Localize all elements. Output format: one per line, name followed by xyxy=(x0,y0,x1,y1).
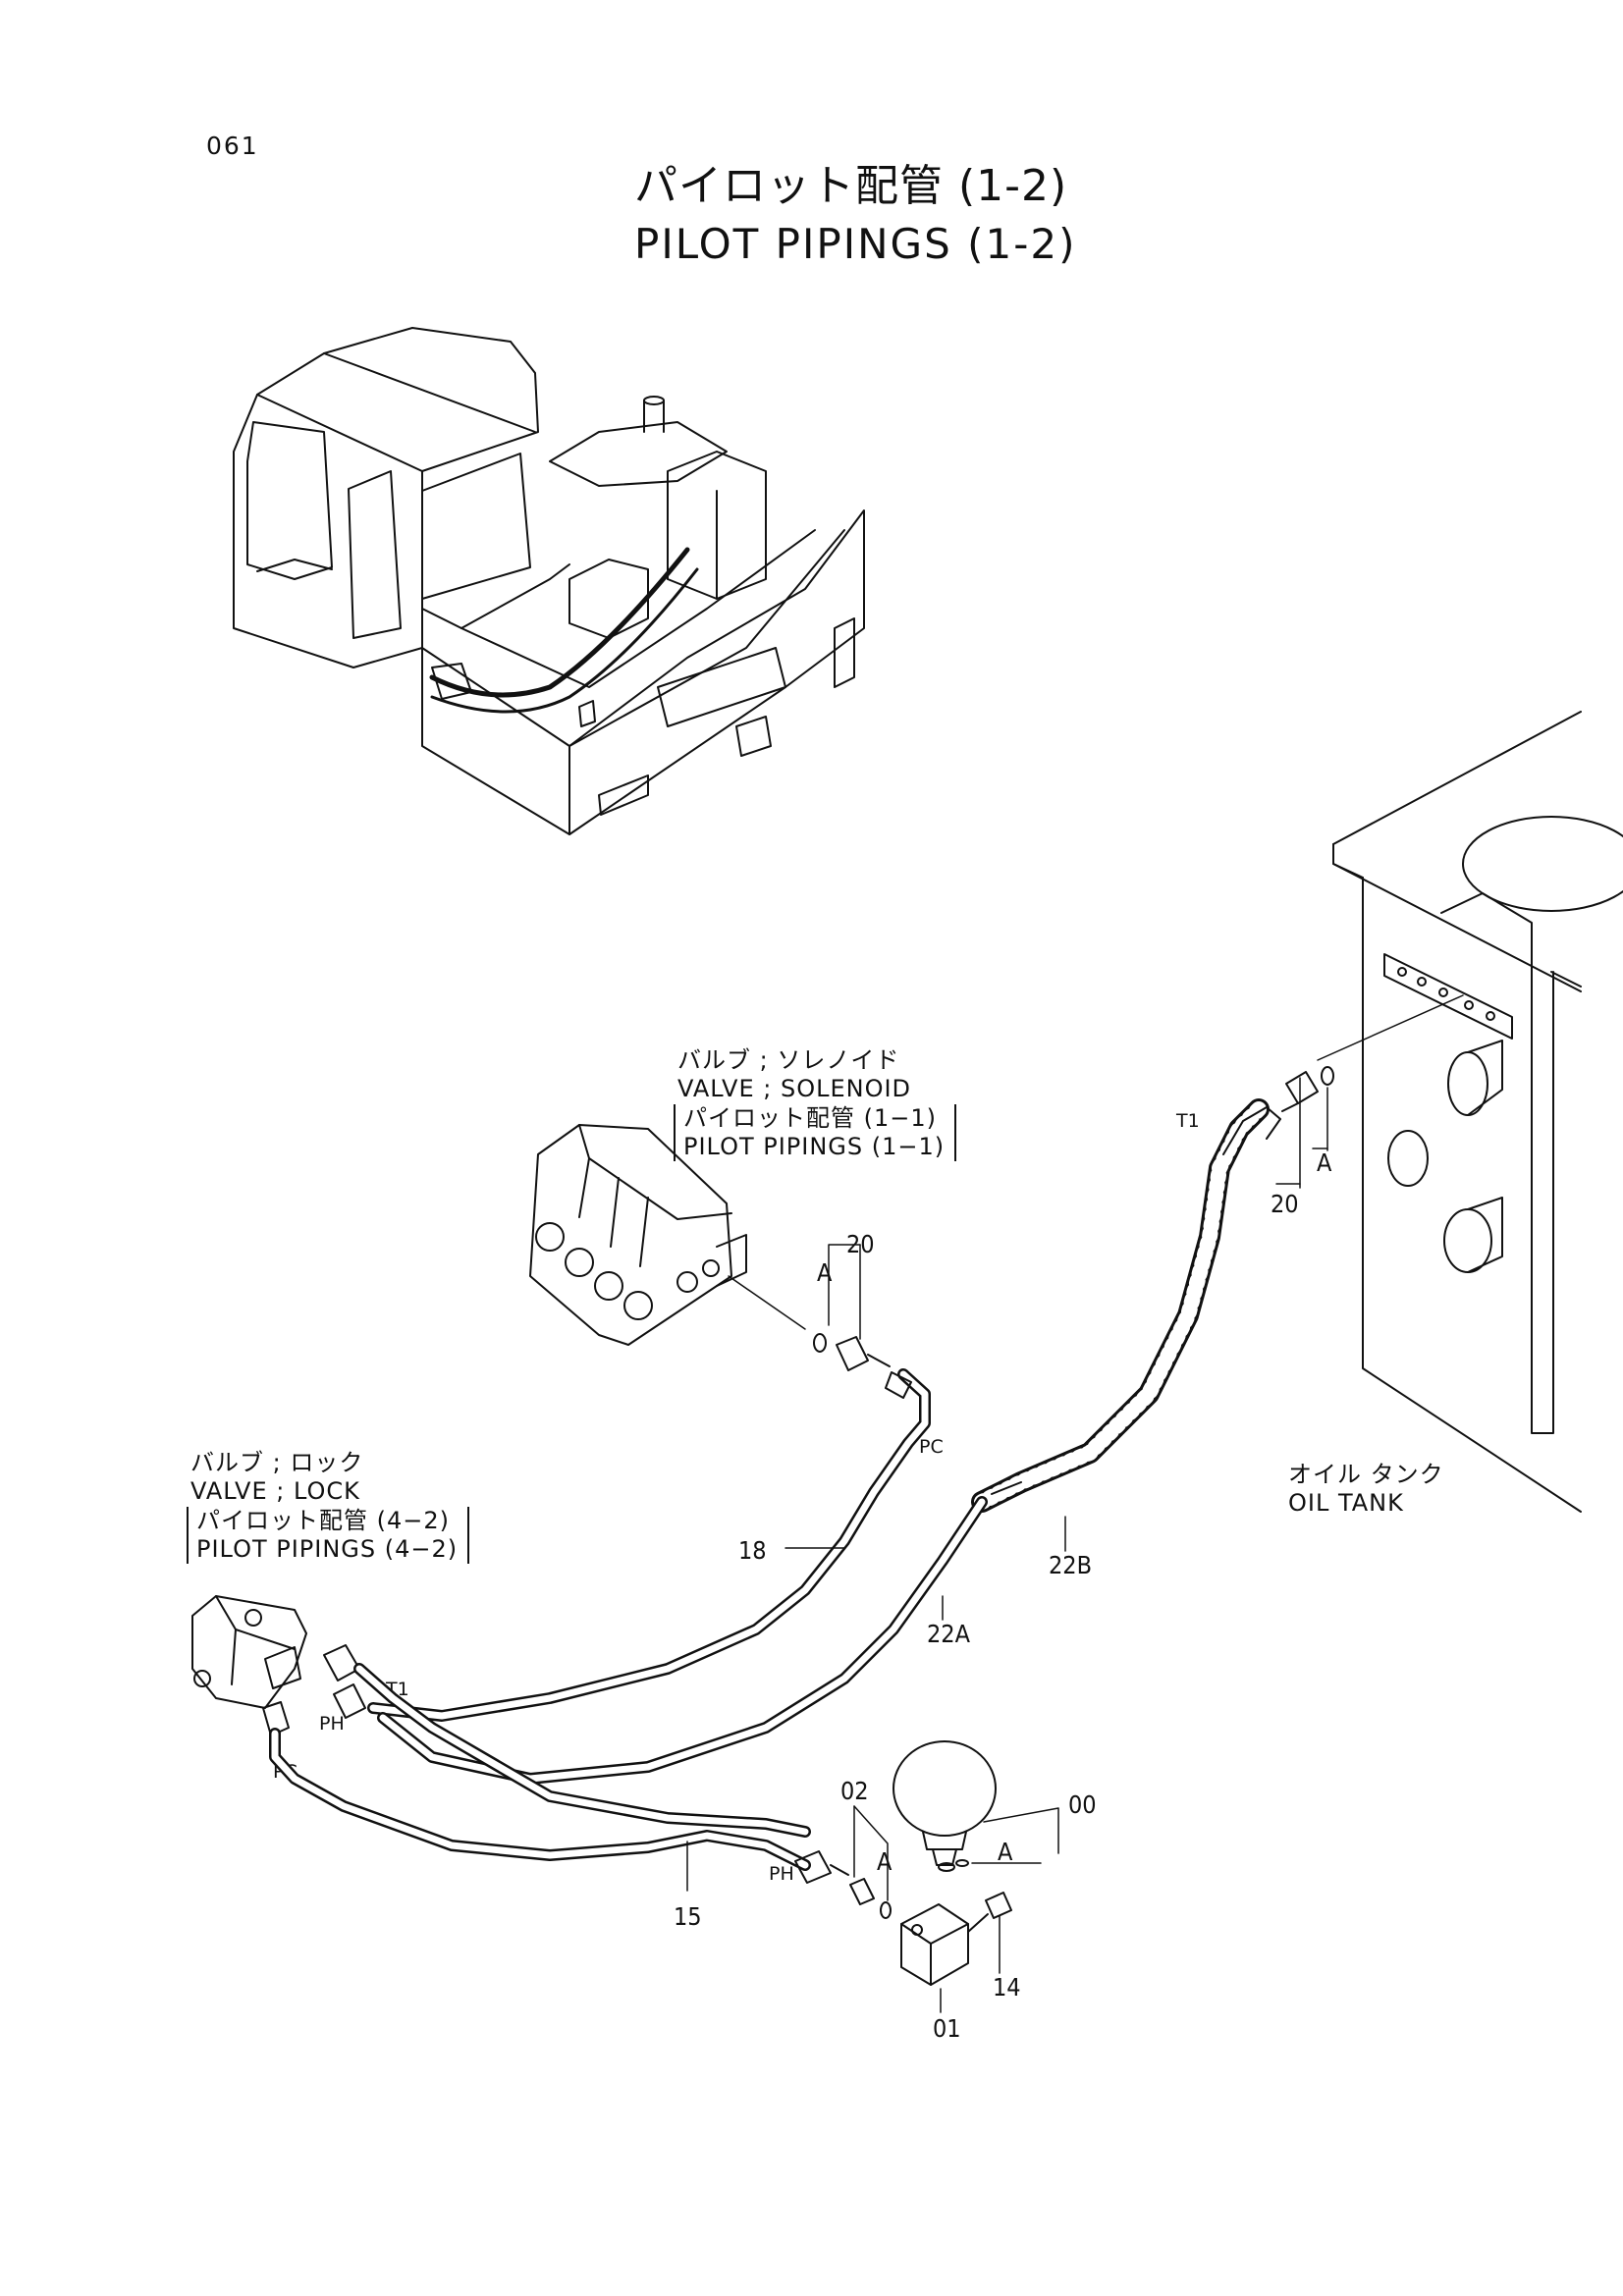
part-label-22b: 22B xyxy=(1049,1551,1093,1579)
callout-oil-tank-jp: オイル タンク xyxy=(1288,1461,1444,1488)
callout-valve-lock: バルブ ; ロック VALVE ; LOCK パイロット配管 (4−2) PIL… xyxy=(187,1449,470,1565)
callout-lock-en: VALVE ; LOCK xyxy=(190,1477,360,1506)
part-label-a-00: A xyxy=(998,1838,1013,1866)
callout-solenoid-en: VALVE ; SOLENOID xyxy=(677,1075,912,1103)
part-label-14: 14 xyxy=(993,1973,1021,2002)
hose-22a xyxy=(383,1502,1065,1779)
part-label-22a: 22A xyxy=(927,1620,970,1648)
callout-lock-ref-en: PILOT PIPINGS (4−2) xyxy=(196,1534,459,1563)
part-label-18: 18 xyxy=(738,1536,767,1565)
callout-lock-jp: バルブ ; ロック xyxy=(190,1449,364,1476)
callout-solenoid-jp: バルブ ; ソレノイド xyxy=(677,1046,900,1074)
excavator-overview-illustration xyxy=(234,328,864,834)
fitting-group-02 xyxy=(850,1806,891,1918)
part-label-a-tank: A xyxy=(1317,1148,1332,1177)
hose-22b xyxy=(982,1107,1280,1502)
callout-solenoid-ref-jp: パイロット配管 (1−1) xyxy=(683,1103,938,1132)
callout-solenoid-ref-en: PILOT PIPINGS (1−1) xyxy=(683,1132,946,1160)
part-label-00: 00 xyxy=(1068,1790,1097,1819)
hose-15 xyxy=(687,1842,848,1891)
page-title-japanese: パイロット配管 (1-2) xyxy=(634,161,1068,211)
port-label-pc-solenoid: PC xyxy=(919,1436,944,1458)
hose-18 xyxy=(373,1372,925,1716)
callout-solenoid-reference: パイロット配管 (1−1) PILOT PIPINGS (1−1) xyxy=(674,1103,957,1162)
port-label-ph-accumulator: PH xyxy=(769,1863,794,1885)
part-label-20-tank: 20 xyxy=(1271,1190,1299,1218)
port-label-t1-tank: T1 xyxy=(1176,1110,1200,1132)
tank-fitting-group-20 xyxy=(1276,995,1463,1188)
callout-oil-tank-en: OIL TANK xyxy=(1288,1489,1404,1518)
block-01-and-bolt-14 xyxy=(901,1893,1011,2012)
lock-valve-illustration xyxy=(192,1596,365,1735)
page-number: 061 xyxy=(206,132,259,160)
oil-tank-illustration xyxy=(1333,712,1623,1512)
part-label-01: 01 xyxy=(933,2014,961,2043)
callout-lock-ref-jp: パイロット配管 (4−2) xyxy=(196,1506,451,1534)
lock-valve-hose-ends xyxy=(275,1669,805,1865)
solenoid-valve-illustration xyxy=(530,1125,746,1345)
page-title-english: PILOT PIPINGS (1-2) xyxy=(634,220,1077,268)
callout-oil-tank: オイル タンク OIL TANK xyxy=(1288,1461,1444,1519)
part-label-15: 15 xyxy=(674,1902,702,1931)
part-label-02: 02 xyxy=(840,1777,869,1805)
solenoid-fitting-group-20 xyxy=(729,1245,890,1370)
port-label-ph-lock: PH xyxy=(319,1713,345,1735)
accumulator-00 xyxy=(893,1741,1058,1871)
callout-valve-solenoid: バルブ ; ソレノイド VALVE ; SOLENOID パイロット配管 (1−… xyxy=(674,1046,957,1162)
callout-lock-reference: パイロット配管 (4−2) PILOT PIPINGS (4−2) xyxy=(187,1506,470,1565)
